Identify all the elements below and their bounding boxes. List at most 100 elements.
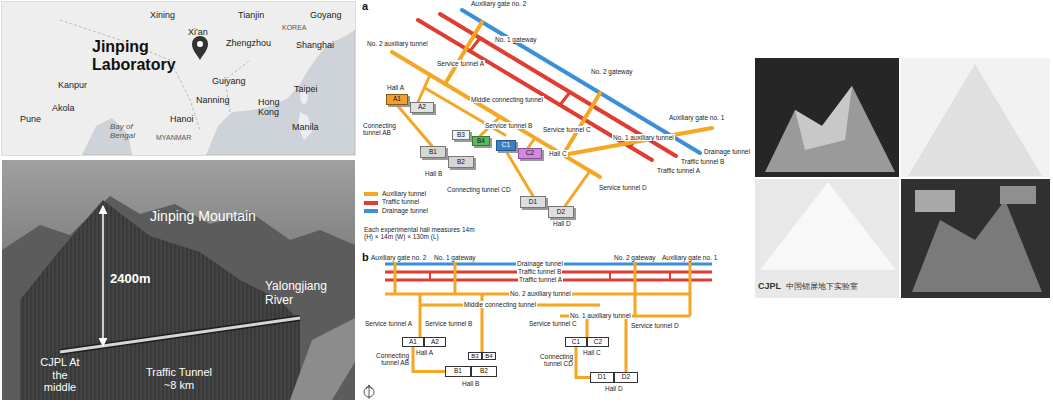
tunnel-network-plan-part	[420, 294, 626, 372]
hall-box: A2	[410, 102, 434, 113]
tunnel-label: Hall D	[604, 385, 624, 392]
map-label: Shanghai	[296, 40, 334, 50]
tunnel-label: Service tunnel D	[598, 184, 648, 191]
tunnel-network-3d-part	[392, 52, 600, 177]
map-label: Xi'an	[188, 27, 208, 37]
tunnel-label: a	[362, 0, 368, 13]
tunnel-network-plan-part	[395, 262, 690, 316]
hall-box: C2	[518, 148, 542, 159]
photo-collage-part	[755, 178, 900, 298]
photo-collage-part	[900, 58, 1050, 178]
hall-box: B4	[472, 136, 490, 146]
map-label: Zhengzhou	[226, 38, 271, 48]
tunnel-label: Middle connecting tunnel	[470, 96, 544, 103]
hall-box: A1	[402, 337, 424, 347]
tunnel-network-3d-part	[563, 93, 600, 155]
map-label: Guiyang	[212, 76, 246, 86]
hall-name: B3	[471, 353, 478, 359]
legend-text: Traffic tunnel	[382, 198, 419, 206]
legend-text: Auxiliary tunnel	[382, 190, 426, 198]
map-label: Akola	[52, 103, 75, 113]
logo-text: 中国锦屏地下实验室	[786, 282, 858, 291]
map-label: Xining	[150, 10, 175, 20]
hall-name: C2	[526, 150, 534, 157]
hall-box: D2	[614, 372, 638, 383]
tunnel-label: No. 2 auxiliary tunnel	[366, 40, 429, 47]
tunnel-network-3d-part	[440, 14, 676, 156]
tunnel-label: Traffic tunnel A	[518, 276, 563, 283]
hall-name: B1	[454, 368, 462, 375]
hall-box: B2	[448, 156, 474, 168]
map-part	[197, 41, 203, 47]
hall-box: C2	[587, 337, 609, 347]
hall-box: A1	[386, 94, 408, 105]
map	[2, 2, 355, 155]
photo-collage	[755, 58, 1050, 298]
tunnel-label: No. 1 auxiliary tunnel	[612, 134, 675, 141]
map-label: Bay of Bengal	[110, 122, 150, 140]
hall-name: D2	[622, 374, 630, 381]
hall-box: D1	[590, 372, 614, 383]
hall-name: C1	[572, 339, 580, 346]
hall-box: D1	[520, 196, 546, 208]
photo-collage-part	[795, 86, 852, 150]
legend-swatch	[364, 209, 378, 213]
photo-collage-part	[900, 178, 1050, 298]
mountain-illustration-part	[2, 196, 355, 400]
mountain-illustration	[2, 160, 355, 400]
figure-label: CJPL At the middle	[40, 356, 80, 394]
mountain-illustration-part	[60, 318, 300, 352]
tunnel-label: Hall C	[548, 150, 568, 157]
tunnel-label: Auxiliary gate no. 2	[470, 0, 527, 7]
legend-row: Drainage tunnel	[364, 207, 428, 215]
tunnel-label: Drainage tunnel	[703, 148, 751, 155]
figure-label: Yalongjiang River	[265, 280, 337, 308]
map-part	[2, 2, 355, 155]
photo-collage-part	[760, 182, 896, 270]
map-label: Jinping Laboratory	[92, 38, 192, 73]
hall-name: D2	[557, 209, 565, 216]
tunnel-label: Service tunnel C	[542, 126, 592, 133]
map-label: Pune	[20, 114, 41, 124]
tunnel-network-3d	[392, 10, 712, 206]
tunnel-label: Service tunnel D	[630, 322, 680, 329]
legend: Auxiliary tunnelTraffic tunnelDrainage t…	[364, 190, 428, 215]
tunnel-label: Hall C	[582, 349, 602, 356]
hall-box: B1	[445, 366, 471, 377]
mountain-illustration-part	[102, 206, 104, 346]
hall-box: B3	[468, 352, 482, 360]
figure-label: 2400m	[110, 272, 150, 287]
mountain-illustration-part	[20, 200, 300, 400]
hall-name: B3	[457, 132, 465, 139]
mountain-illustration-part	[60, 318, 300, 352]
tunnel-label: No. 2 auxiliary tunnel	[509, 290, 572, 297]
map-label: Kanpur	[58, 80, 87, 90]
hall-box: B3	[452, 130, 470, 140]
tunnel-label: Connecting tunnel CD	[530, 353, 574, 368]
hall-name: D1	[598, 374, 606, 381]
legend-swatch	[364, 201, 378, 205]
hall-name: B1	[429, 149, 437, 156]
map-label: Goyang	[310, 10, 342, 20]
map-label: MYANMAR	[156, 134, 191, 142]
tunnel-label: Hall A	[415, 349, 434, 356]
map-label: Tianjin	[238, 10, 264, 20]
tunnel-label: Connecting tunnel AB	[362, 122, 404, 137]
hall-name: B4	[477, 138, 485, 145]
logo-text: CJPL	[758, 281, 781, 291]
photo-collage-part	[765, 86, 895, 172]
tunnel-label: Auxiliary gate no. 2	[371, 254, 426, 261]
tunnel-label: Connecting tunnel CD	[446, 186, 512, 193]
photo-collage-part	[915, 190, 955, 212]
tunnel-label: Traffic tunnel B	[517, 268, 562, 275]
hall-name: C2	[594, 339, 602, 346]
tunnel-label: Service tunnel A	[364, 320, 413, 327]
photo-collage-part	[755, 58, 900, 178]
tunnel-label: Middle connecting tunnel	[463, 301, 537, 308]
map-label: Hanoi	[170, 114, 194, 124]
photo-collage-part	[755, 58, 1050, 298]
figure-label: Traffic Tunnel ~8 km	[140, 366, 218, 391]
map-label: Manila	[292, 122, 319, 132]
map-label: Nanning	[196, 95, 230, 105]
